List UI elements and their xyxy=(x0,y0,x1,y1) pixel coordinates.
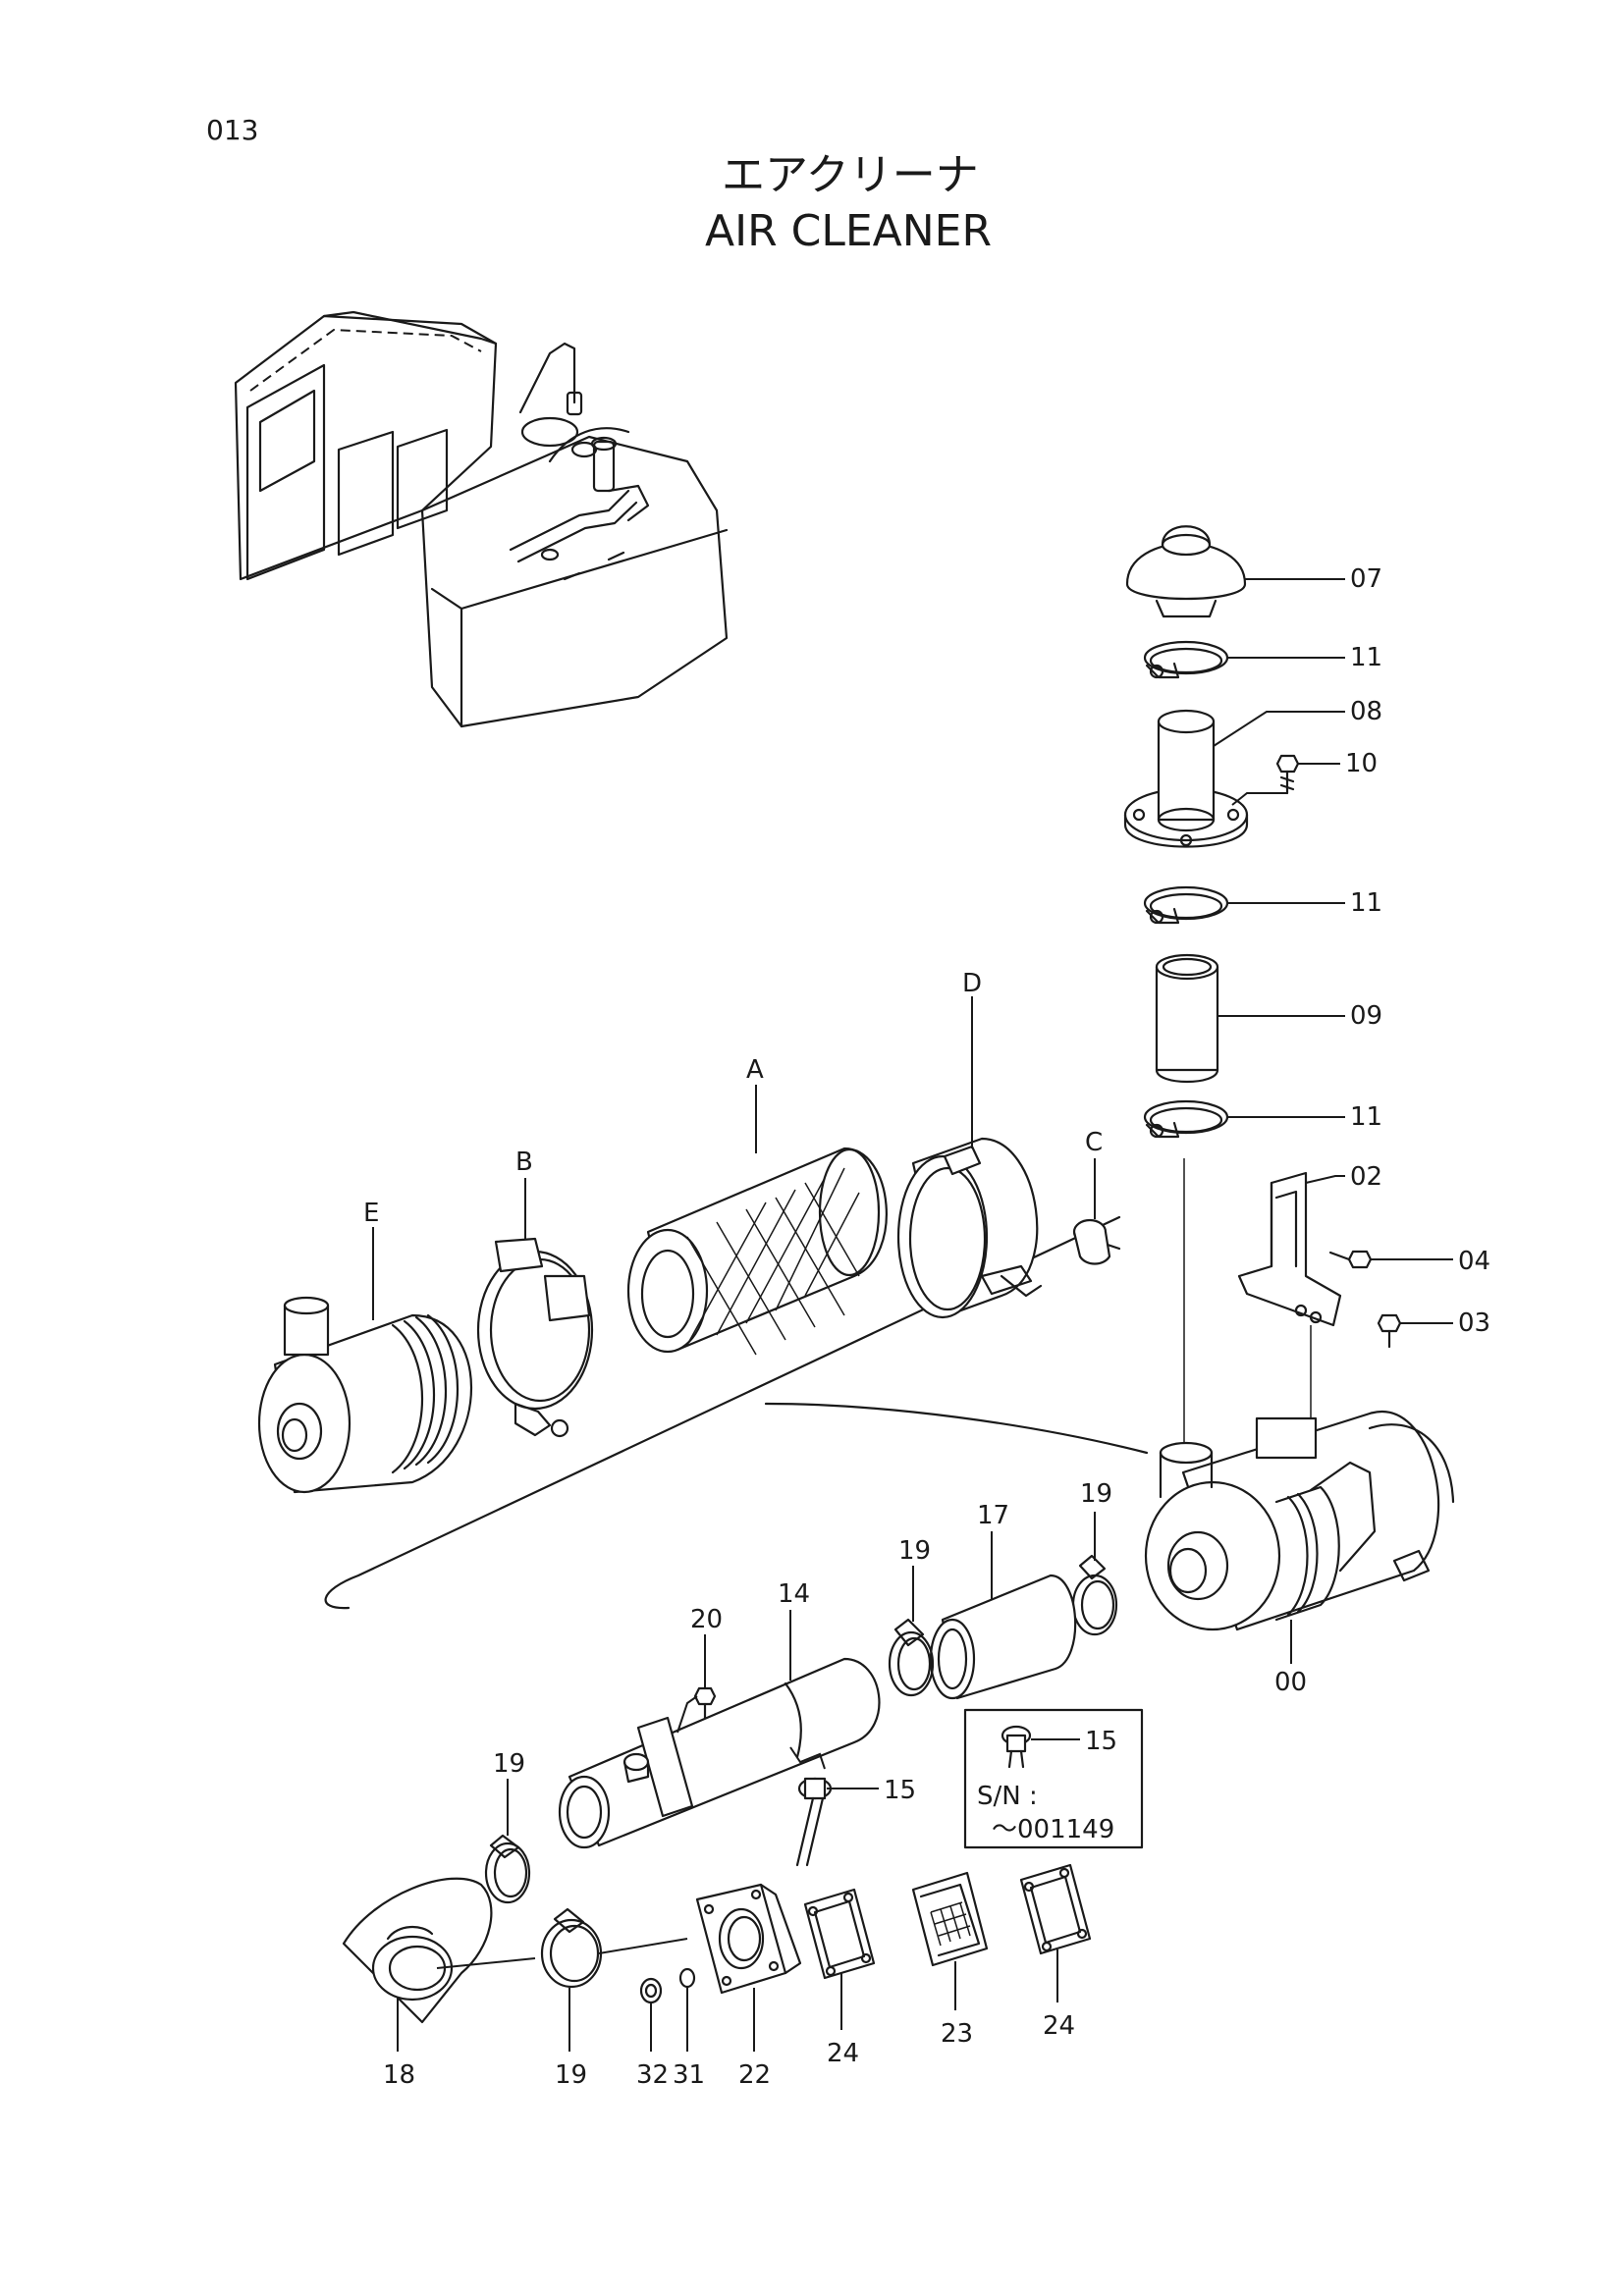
hose-clamp-19-lower xyxy=(540,1907,603,1989)
inset-part-number: 15 xyxy=(1085,1727,1117,1756)
page-number: 013 xyxy=(206,114,258,146)
callout-24-left: 24 xyxy=(827,2039,859,2068)
screen-23 xyxy=(911,1871,989,1967)
inset-sn-label: S/N : xyxy=(977,1782,1038,1811)
callout-20: 20 xyxy=(690,1605,723,1634)
hose-clamp-19-right xyxy=(1071,1554,1118,1636)
callout-D: D xyxy=(962,969,982,998)
callout-10: 10 xyxy=(1345,749,1378,778)
bolt-20 xyxy=(693,1686,717,1720)
callout-09: 09 xyxy=(1350,1001,1382,1031)
callout-E: E xyxy=(363,1199,379,1228)
title-japanese: エアクリーナ xyxy=(722,150,979,200)
callout-08: 08 xyxy=(1350,697,1382,726)
washer-31 xyxy=(678,1967,696,1989)
air-cleaner-assembly xyxy=(1144,1410,1455,1631)
callout-15-main: 15 xyxy=(884,1776,916,1805)
callout-00: 00 xyxy=(1274,1668,1307,1697)
callout-02: 02 xyxy=(1350,1162,1382,1192)
gasket-24-right xyxy=(1019,1863,1092,1955)
rubber-hose-17 xyxy=(929,1574,1077,1700)
bolt-10 xyxy=(1275,754,1300,795)
hose-clamp-bottom xyxy=(1143,1099,1229,1139)
callout-19-lower: 19 xyxy=(555,2060,587,2090)
callout-23: 23 xyxy=(941,2019,973,2049)
callout-11-bottom: 11 xyxy=(1350,1102,1382,1132)
hose-clamp-middle xyxy=(1143,885,1229,925)
mounting-bracket xyxy=(1237,1171,1342,1327)
element-D-cover xyxy=(896,1137,1043,1319)
excavator-overview xyxy=(234,310,729,728)
callout-C: C xyxy=(1085,1128,1103,1157)
callout-19-mid: 19 xyxy=(898,1536,931,1566)
callout-11-top: 11 xyxy=(1350,643,1382,672)
callout-04: 04 xyxy=(1458,1247,1490,1276)
callout-22: 22 xyxy=(738,2060,771,2090)
element-B-band-clamp xyxy=(476,1237,594,1438)
callout-03: 03 xyxy=(1458,1308,1490,1338)
hose-clamp-19-upper-left xyxy=(484,1834,531,1904)
rubber-hose-09 xyxy=(1155,953,1219,1084)
element-E-housing xyxy=(257,1296,473,1494)
nut-32 xyxy=(639,1977,663,2004)
element-A-filter xyxy=(626,1147,888,1356)
gasket-24-left xyxy=(803,1888,876,1980)
hose-clamp-top xyxy=(1143,640,1229,679)
callout-17: 17 xyxy=(977,1501,1009,1530)
inset-sn-range: ～001149 xyxy=(992,1815,1114,1844)
callout-24-right: 24 xyxy=(1043,2011,1075,2041)
callout-14: 14 xyxy=(778,1579,810,1609)
serial-number-inset: 15 S/N : ～001149 xyxy=(963,1708,1144,1849)
hose-clamp-19-mid xyxy=(888,1618,935,1697)
intake-pipe-flange xyxy=(1123,709,1249,848)
callout-31: 31 xyxy=(673,2060,705,2090)
callout-07: 07 xyxy=(1350,564,1382,594)
callout-32: 32 xyxy=(636,2060,669,2090)
elbow-hose-18 xyxy=(342,1877,493,2024)
flange-adapter-22 xyxy=(695,1883,802,1995)
callout-B: B xyxy=(515,1148,533,1177)
callout-11-middle: 11 xyxy=(1350,888,1382,918)
callout-A: A xyxy=(746,1055,764,1085)
intake-pipe-14 xyxy=(558,1657,881,1849)
bolt-04 xyxy=(1328,1250,1373,1269)
bolt-03 xyxy=(1377,1313,1402,1349)
precleaner-cap xyxy=(1125,525,1247,618)
element-C-valve xyxy=(1072,1218,1121,1265)
title-english: AIR CLEANER xyxy=(705,206,992,256)
callout-19-right: 19 xyxy=(1080,1479,1112,1509)
callout-19-upper-left: 19 xyxy=(493,1749,525,1779)
callout-18: 18 xyxy=(383,2060,415,2090)
